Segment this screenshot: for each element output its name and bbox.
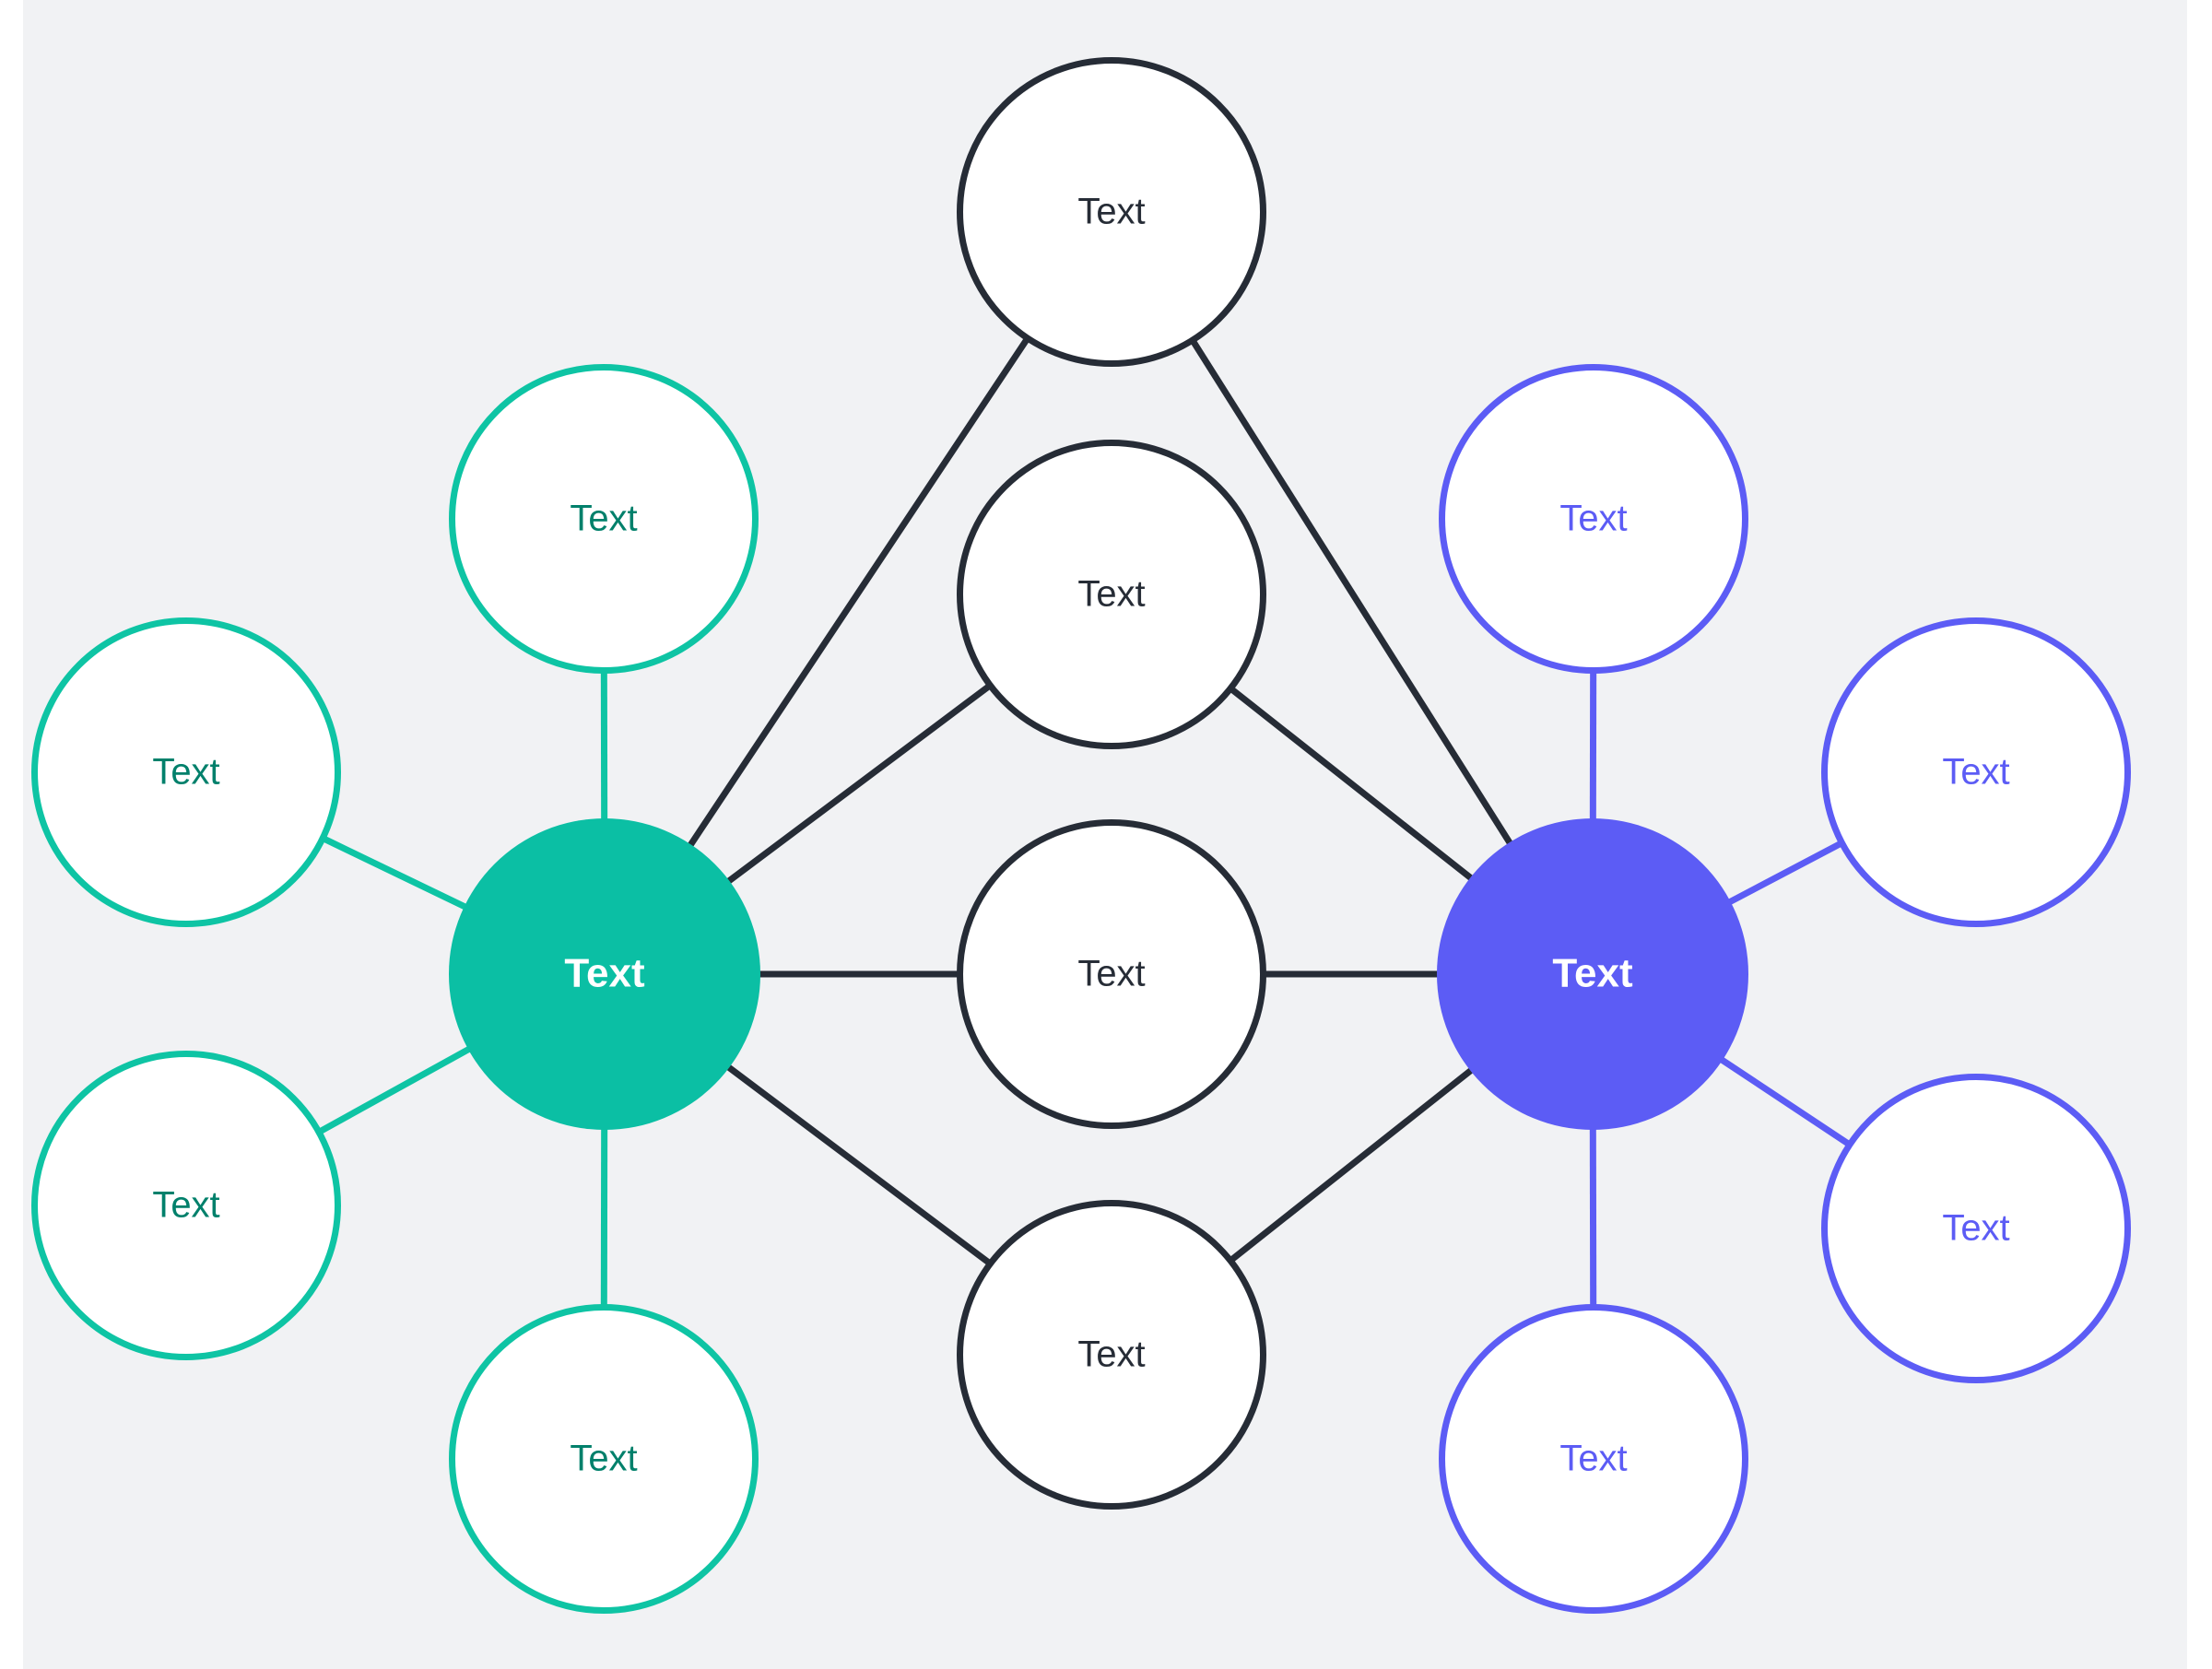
edge-mid-1-to-hub-right — [1190, 338, 1514, 847]
node-label-teal-bottom: Text — [570, 1439, 637, 1479]
node-circle-mid-3[interactable] — [957, 819, 1266, 1129]
node-circle-hub-right[interactable] — [1437, 818, 1748, 1130]
node-purple-bottom[interactable]: Text — [1439, 1304, 1748, 1614]
node-mid-2[interactable]: Text — [957, 440, 1266, 749]
node-purple-upper-right[interactable]: Text — [1821, 617, 2131, 927]
edge-teal-lower-left-to-hub-left — [317, 1045, 473, 1135]
node-label-teal-upper-left: Text — [152, 752, 219, 793]
node-circle-hub-left[interactable] — [449, 818, 760, 1130]
node-circle-mid-2[interactable] — [957, 440, 1266, 749]
node-label-purple-upper-right: Text — [1942, 752, 2009, 793]
node-teal-upper-left[interactable]: Text — [31, 617, 341, 927]
node-label-mid-2: Text — [1077, 574, 1145, 615]
node-circle-teal-lower-left[interactable] — [31, 1051, 341, 1360]
node-circle-purple-bottom[interactable] — [1439, 1304, 1748, 1614]
node-label-purple-top: Text — [1559, 499, 1627, 539]
node-label-teal-top: Text — [570, 499, 637, 539]
node-purple-top[interactable]: Text — [1439, 364, 1748, 674]
node-label-purple-lower-right: Text — [1942, 1208, 2009, 1249]
node-label-mid-1: Text — [1077, 192, 1145, 232]
node-label-purple-bottom: Text — [1559, 1439, 1627, 1479]
node-hub-right[interactable]: Text — [1437, 818, 1748, 1130]
node-label-mid-3: Text — [1077, 954, 1145, 994]
edge-teal-upper-left-to-hub-left — [322, 835, 469, 911]
node-hub-left[interactable]: Text — [449, 818, 760, 1130]
edge-purple-lower-right-to-hub-right — [1718, 1055, 1852, 1147]
node-mid-4[interactable]: Text — [957, 1200, 1266, 1510]
node-teal-top[interactable]: Text — [449, 364, 759, 674]
edge-hub-left-to-mid-4 — [724, 1063, 993, 1266]
node-circle-teal-top[interactable] — [449, 364, 759, 674]
edge-mid-4-to-hub-right — [1229, 1066, 1475, 1264]
node-teal-bottom[interactable]: Text — [449, 1304, 759, 1614]
node-purple-lower-right[interactable]: Text — [1821, 1074, 2131, 1383]
node-mid-1[interactable]: Text — [957, 57, 1266, 367]
node-label-teal-lower-left: Text — [152, 1185, 219, 1226]
node-circle-purple-upper-right[interactable] — [1821, 617, 2131, 927]
node-circle-mid-4[interactable] — [957, 1200, 1266, 1510]
node-circle-purple-lower-right[interactable] — [1821, 1074, 2131, 1383]
node-circle-teal-upper-left[interactable] — [31, 617, 341, 927]
node-label-mid-4: Text — [1077, 1334, 1145, 1375]
edge-hub-left-to-mid-2 — [724, 683, 993, 886]
edge-hub-left-to-mid-1 — [687, 336, 1030, 849]
edge-mid-2-to-hub-right — [1229, 686, 1475, 882]
node-circle-teal-bottom[interactable] — [449, 1304, 759, 1614]
node-mid-3[interactable]: Text — [957, 819, 1266, 1129]
node-label-hub-right: Text — [1552, 951, 1633, 996]
node-circle-mid-1[interactable] — [957, 57, 1266, 367]
edge-purple-upper-right-to-hub-right — [1726, 840, 1843, 906]
edge-layer — [317, 336, 1852, 1308]
node-teal-lower-left[interactable]: Text — [31, 1051, 341, 1360]
node-circle-purple-top[interactable] — [1439, 364, 1748, 674]
node-label-hub-left: Text — [564, 951, 645, 996]
